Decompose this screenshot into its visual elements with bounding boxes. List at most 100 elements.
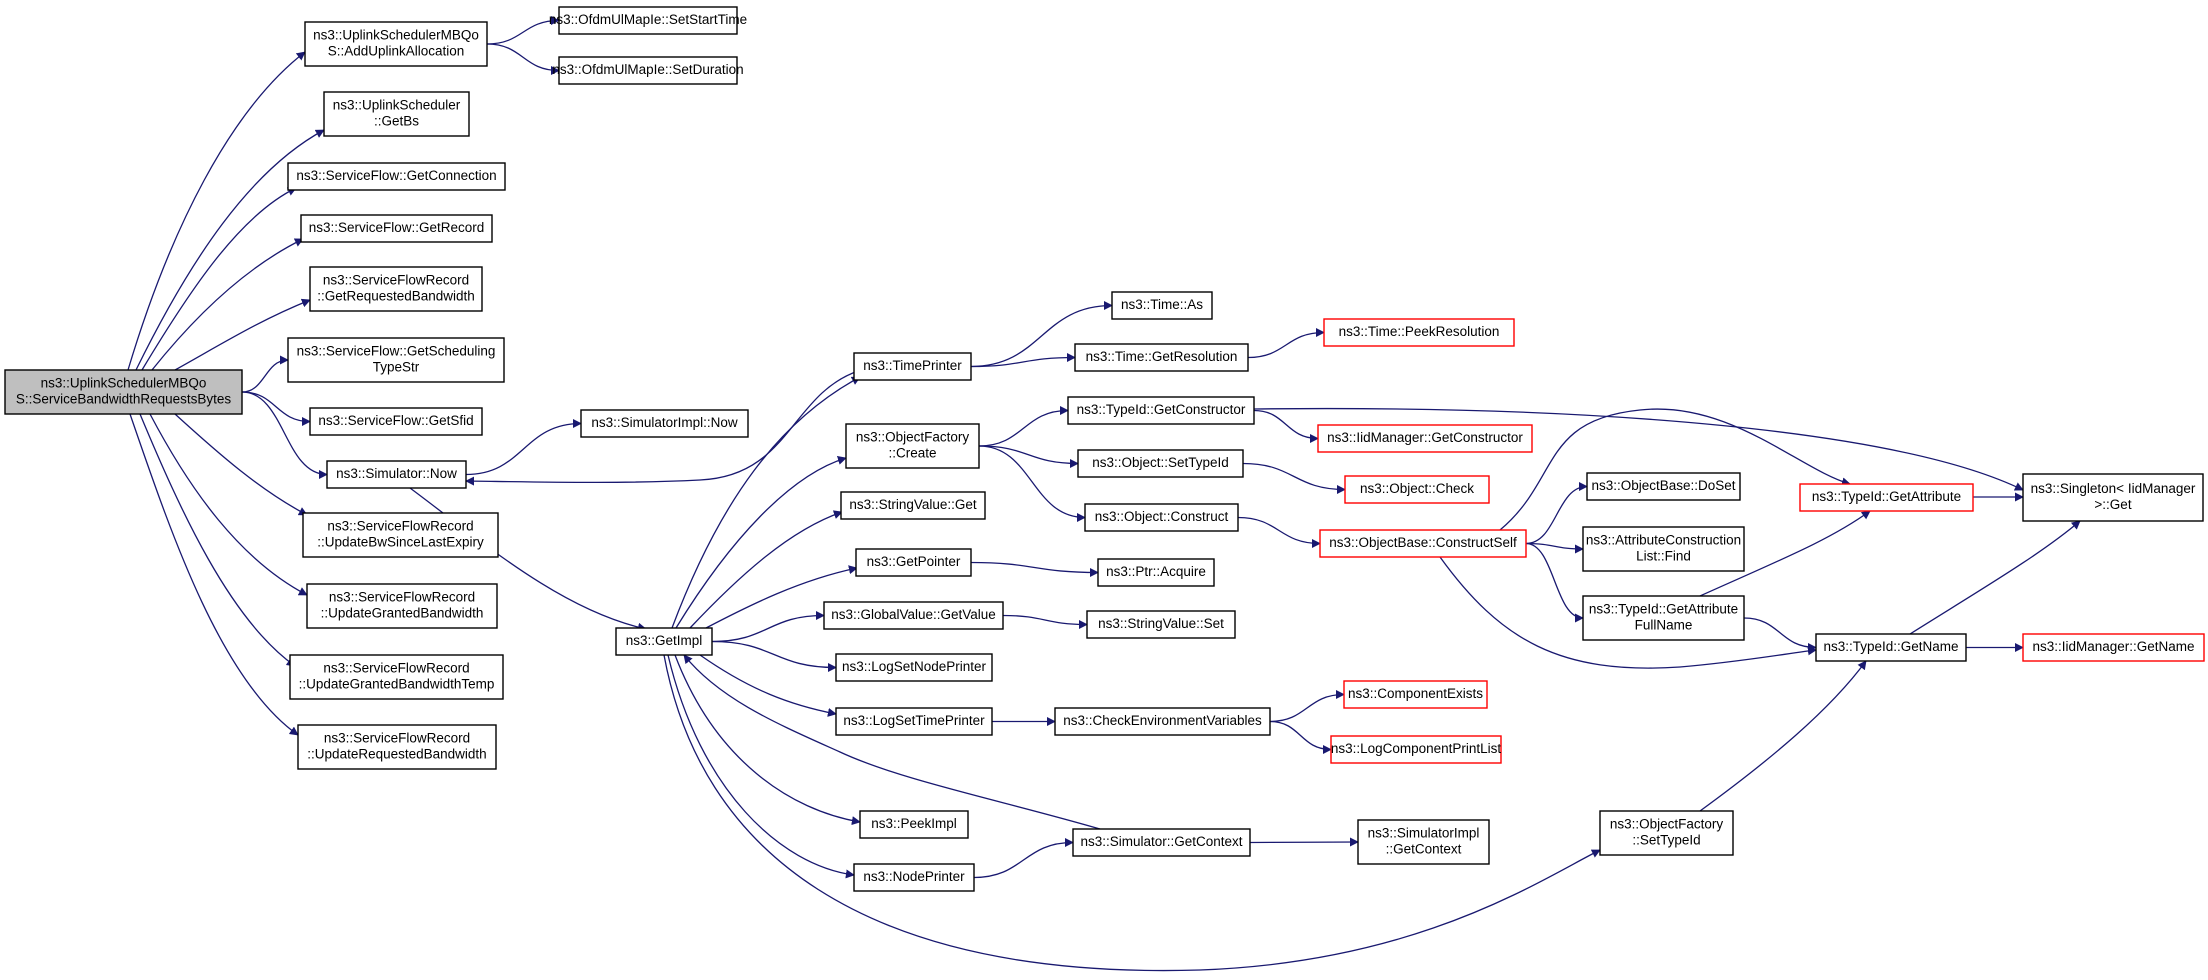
- node-checkEnvVars[interactable]: ns3::CheckEnvironmentVariables: [1054, 707, 1271, 736]
- node-label: ns3::UplinkScheduler: [333, 98, 461, 113]
- node-box: [580, 409, 749, 438]
- node-objFactoryCreate[interactable]: ns3::ObjectFactory::Create: [845, 423, 980, 469]
- edge-checkEnvVars-to-logCompPrintList: [1269, 720, 1332, 754]
- node-getRecord[interactable]: ns3::ServiceFlow::GetRecord: [300, 214, 493, 243]
- node-globalValueGetValue[interactable]: ns3::GlobalValue::GetValue: [823, 601, 1004, 630]
- node-getConnection[interactable]: ns3::ServiceFlow::GetConnection: [287, 162, 506, 191]
- edge-getImpl-to-nodePrinter: [667, 654, 855, 879]
- node-label: ns3::TypeId::GetName: [1823, 639, 1958, 654]
- node-getPointer[interactable]: ns3::GetPointer: [855, 548, 972, 577]
- edge-objBaseConstructSelf-to-typeIdGetAttrFull: [1525, 542, 1584, 623]
- node-simImplNow[interactable]: ns3::SimulatorImpl::Now: [580, 409, 749, 438]
- node-label: ns3::UplinkSchedulerMBQo: [313, 28, 479, 43]
- node-label: ns3::TypeId::GetAttribute: [1812, 489, 1961, 504]
- node-logSetNodePrinter[interactable]: ns3::LogSetNodePrinter: [835, 653, 993, 682]
- node-box: [326, 460, 467, 489]
- node-logCompPrintList[interactable]: ns3::LogComponentPrintList: [1330, 735, 1502, 764]
- edge-path: [711, 611, 825, 643]
- node-box: [853, 863, 975, 892]
- node-getReqBw[interactable]: ns3::ServiceFlowRecord::GetRequestedBand…: [309, 266, 483, 312]
- node-getBs[interactable]: ns3::UplinkScheduler::GetBs: [323, 91, 470, 137]
- node-setDuration[interactable]: ns3::OfdmUlMapIe::SetDuration: [552, 56, 744, 85]
- edge-path: [667, 654, 855, 879]
- edge-objBaseConstructSelf-to-attrConstrFind: [1525, 542, 1584, 554]
- node-addUplink[interactable]: ns3::UplinkSchedulerMBQoS::AddUplinkAllo…: [304, 21, 488, 67]
- node-nodePrinter[interactable]: ns3::NodePrinter: [853, 863, 975, 892]
- node-timePeekRes[interactable]: ns3::Time::PeekResolution: [1323, 318, 1515, 347]
- node-stringValueGet[interactable]: ns3::StringValue::Get: [840, 491, 986, 520]
- node-updBwSince[interactable]: ns3::ServiceFlowRecord::UpdateBwSinceLas…: [302, 512, 499, 558]
- node-label: ns3::Simulator::Now: [336, 466, 457, 481]
- node-getImpl[interactable]: ns3::GetImpl: [615, 627, 713, 656]
- node-label: ::UpdateGrantedBandwidthTemp: [299, 677, 495, 692]
- node-logSetTimePrinter[interactable]: ns3::LogSetTimePrinter: [835, 707, 993, 736]
- node-label: ns3::GetPointer: [867, 554, 961, 569]
- node-timeAs[interactable]: ns3::Time::As: [1111, 291, 1213, 320]
- edge-path: [1002, 614, 1088, 629]
- node-simImplGetContext[interactable]: ns3::SimulatorImpl::GetContext: [1357, 819, 1490, 865]
- node-label: ns3::GetImpl: [626, 633, 703, 648]
- node-box: [1582, 595, 1745, 641]
- edge-path: [174, 413, 308, 516]
- edge-path: [970, 353, 1076, 368]
- edge-objFactoryCreate-to-typeIdGetCtor: [978, 406, 1069, 447]
- node-label: ns3::OfdmUlMapIe::SetStartTime: [549, 12, 747, 27]
- edge-path: [127, 51, 306, 371]
- node-updGranted[interactable]: ns3::ServiceFlowRecord::UpdateGrantedBan…: [306, 583, 498, 629]
- node-typeIdGetCtor[interactable]: ns3::TypeId::GetConstructor: [1067, 396, 1255, 425]
- edge-objConstruct-to-objBaseConstructSelf: [1237, 516, 1321, 548]
- node-box: [309, 407, 483, 436]
- node-getSfid[interactable]: ns3::ServiceFlow::GetSfid: [309, 407, 483, 436]
- edge-path: [129, 413, 299, 736]
- node-label: ::UpdateRequestedBandwidth: [307, 747, 486, 762]
- node-objSetTypeId[interactable]: ns3::Object::SetTypeId: [1077, 449, 1244, 478]
- node-ptrAcquire[interactable]: ns3::Ptr::Acquire: [1097, 558, 1215, 587]
- node-timePrinter[interactable]: ns3::TimePrinter: [853, 352, 972, 381]
- edge-path: [978, 406, 1069, 447]
- node-label: FullName: [1635, 618, 1693, 633]
- node-box: [615, 627, 713, 656]
- nodes-layer: ns3::UplinkSchedulerMBQoS::ServiceBandwi…: [4, 6, 2205, 892]
- node-singletonGet[interactable]: ns3::Singleton< IidManager>::Get: [2022, 473, 2204, 522]
- node-componentExists[interactable]: ns3::ComponentExists: [1343, 680, 1488, 709]
- edge-objFactoryCreate-to-objConstruct: [978, 445, 1086, 522]
- node-box: [1084, 503, 1239, 532]
- node-simGetContext[interactable]: ns3::Simulator::GetContext: [1072, 828, 1251, 857]
- edge-path: [970, 561, 1099, 577]
- node-label: ns3::Singleton< IidManager: [2031, 481, 2196, 496]
- node-label: ns3::ServiceFlowRecord: [329, 590, 475, 605]
- node-box: [1086, 610, 1236, 639]
- edge-path: [1242, 462, 1346, 494]
- edge-path: [141, 187, 297, 371]
- edge-path: [689, 510, 843, 629]
- node-box: [558, 56, 738, 85]
- edge-path: [241, 391, 328, 479]
- node-objCheck[interactable]: ns3::Object::Check: [1344, 475, 1490, 504]
- node-root[interactable]: ns3::UplinkSchedulerMBQoS::ServiceBandwi…: [4, 369, 243, 415]
- node-timeGetRes[interactable]: ns3::Time::GetResolution: [1074, 343, 1249, 372]
- edge-getImpl-to-peekImpl: [674, 654, 861, 826]
- node-label: ns3::ObjectBase::DoSet: [1591, 478, 1735, 493]
- node-peekImpl[interactable]: ns3::PeekImpl: [859, 810, 969, 839]
- node-objConstruct[interactable]: ns3::Object::Construct: [1084, 503, 1239, 532]
- edge-path: [465, 370, 859, 486]
- node-box: [2022, 633, 2205, 662]
- node-typeIdGetName[interactable]: ns3::TypeId::GetName: [1815, 633, 1967, 662]
- node-stringValueSet[interactable]: ns3::StringValue::Set: [1086, 610, 1236, 639]
- node-objBaseConstructSelf[interactable]: ns3::ObjectBase::ConstructSelf: [1319, 529, 1527, 558]
- node-iidMgrGetCtor[interactable]: ns3::IidManager::GetConstructor: [1317, 424, 1533, 453]
- node-objFactorySetTypeId[interactable]: ns3::ObjectFactory::SetTypeId: [1599, 810, 1734, 856]
- node-typeIdGetAttr[interactable]: ns3::TypeId::GetAttribute: [1799, 483, 1974, 512]
- node-label: ns3::ServiceFlowRecord: [323, 273, 469, 288]
- node-iidMgrGetName[interactable]: ns3::IidManager::GetName: [2022, 633, 2205, 662]
- edge-getImpl-to-logSetTimePrinter: [699, 654, 837, 717]
- node-objBaseDoSet[interactable]: ns3::ObjectBase::DoSet: [1586, 472, 1741, 501]
- node-updGrantedTemp[interactable]: ns3::ServiceFlowRecord::UpdateGrantedBan…: [289, 654, 504, 700]
- node-simNow[interactable]: ns3::Simulator::Now: [326, 460, 467, 489]
- node-setStartTime[interactable]: ns3::OfdmUlMapIe::SetStartTime: [549, 6, 747, 35]
- node-updRequested[interactable]: ns3::ServiceFlowRecord::UpdateRequestedB…: [297, 724, 497, 770]
